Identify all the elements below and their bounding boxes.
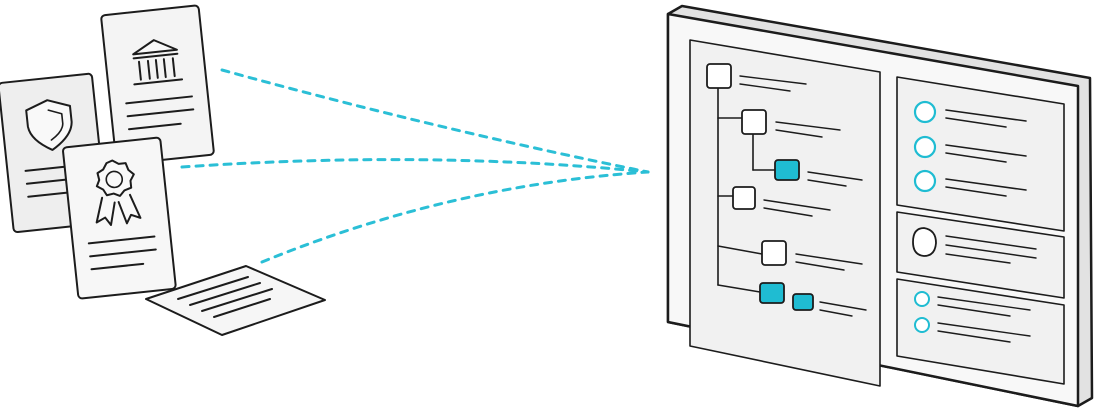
- text-line: [763, 207, 813, 217]
- text-line: [945, 109, 1027, 122]
- tree-node-root[interactable]: [706, 63, 732, 89]
- connector-middle: [180, 158, 650, 174]
- text-line: [819, 301, 867, 311]
- connector-bottom: [260, 170, 650, 264]
- tree-node-selected[interactable]: [774, 159, 800, 181]
- text-line: [125, 95, 193, 105]
- text-line: [739, 83, 791, 92]
- certificate-document: [62, 136, 177, 300]
- text-line: [89, 248, 157, 258]
- tree-node[interactable]: [761, 240, 787, 266]
- text-line: [945, 178, 1027, 191]
- list-item-icon[interactable]: [914, 291, 930, 307]
- text-line: [189, 282, 261, 306]
- text-line: [795, 253, 863, 265]
- list-bottom: [914, 291, 1031, 343]
- profile-row: [912, 227, 1037, 264]
- profile-panel: [896, 211, 1065, 299]
- tree-node-selected[interactable]: [792, 293, 814, 311]
- tree-connectors: [717, 87, 776, 293]
- text-line: [775, 121, 841, 131]
- list-item-icon[interactable]: [914, 317, 930, 333]
- text-line: [807, 179, 847, 187]
- text-line: [945, 152, 1007, 163]
- tree-labels: [739, 75, 867, 317]
- tree-panel: [689, 39, 881, 387]
- tablet: [666, 4, 1094, 408]
- text-line: [127, 122, 182, 131]
- connector-top: [220, 68, 650, 174]
- text-line: [819, 309, 853, 317]
- text-line: [807, 171, 863, 181]
- tree-nodes: [706, 63, 814, 311]
- text-line: [90, 262, 145, 271]
- text-line: [126, 108, 195, 118]
- text-line: [763, 199, 831, 211]
- document-stack: [0, 4, 326, 336]
- text-line: [945, 117, 1007, 128]
- text-document: [145, 265, 326, 336]
- tree-node[interactable]: [741, 109, 767, 135]
- list-item-icon[interactable]: [913, 135, 937, 159]
- tree-node-selected[interactable]: [759, 282, 785, 304]
- text-line: [201, 288, 273, 312]
- text-line: [945, 186, 1007, 197]
- text-lines-icon: [177, 276, 273, 318]
- text-line: [775, 129, 823, 138]
- text-line: [795, 261, 845, 271]
- text-line: [739, 75, 807, 85]
- list-panel-top: [896, 76, 1065, 232]
- bank-icon: [132, 39, 184, 86]
- text-line: [937, 296, 1031, 311]
- text-line: [213, 298, 271, 318]
- text-line: [945, 244, 1037, 259]
- text-line: [945, 235, 1037, 250]
- text-line: [87, 235, 156, 245]
- avatar-icon: [912, 227, 937, 257]
- text-line: [937, 330, 1011, 343]
- tree-node[interactable]: [732, 186, 756, 210]
- list-item-icon[interactable]: [913, 169, 937, 193]
- list-top: [913, 100, 1027, 197]
- text-line: [945, 144, 1027, 157]
- text-line: [937, 304, 1011, 317]
- text-line: [937, 322, 1031, 337]
- text-line: [945, 253, 1011, 264]
- award-ribbon-icon: [95, 159, 142, 226]
- list-item-icon[interactable]: [913, 100, 937, 124]
- dashed-connectors: [180, 68, 650, 264]
- shield-icon: [25, 99, 73, 151]
- text-line: [177, 276, 249, 300]
- bank-document: [100, 4, 215, 166]
